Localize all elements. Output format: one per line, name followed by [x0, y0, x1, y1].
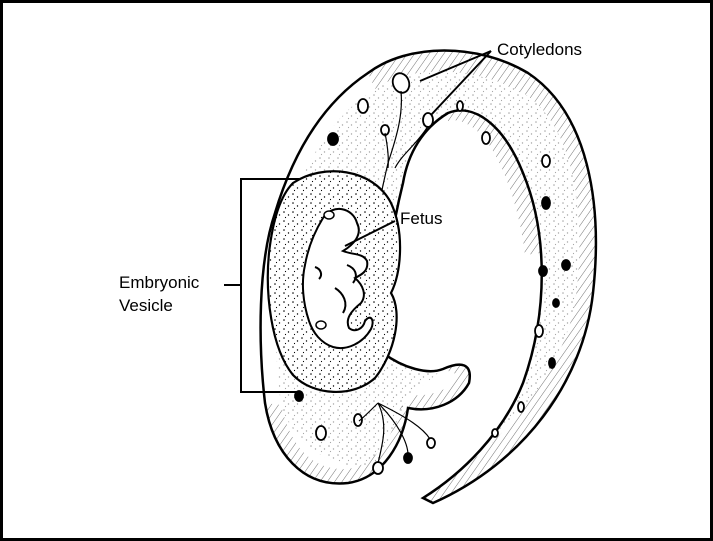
- fetus-label: Fetus: [400, 209, 443, 228]
- cotyledons-label: Cotyledons: [497, 40, 582, 59]
- embryonic-label-line2: Vesicle: [119, 296, 173, 315]
- uterus-diagram: Cotyledons Fetus Embryonic Vesicle: [3, 3, 710, 538]
- embryonic-label-line1: Embryonic: [119, 273, 200, 292]
